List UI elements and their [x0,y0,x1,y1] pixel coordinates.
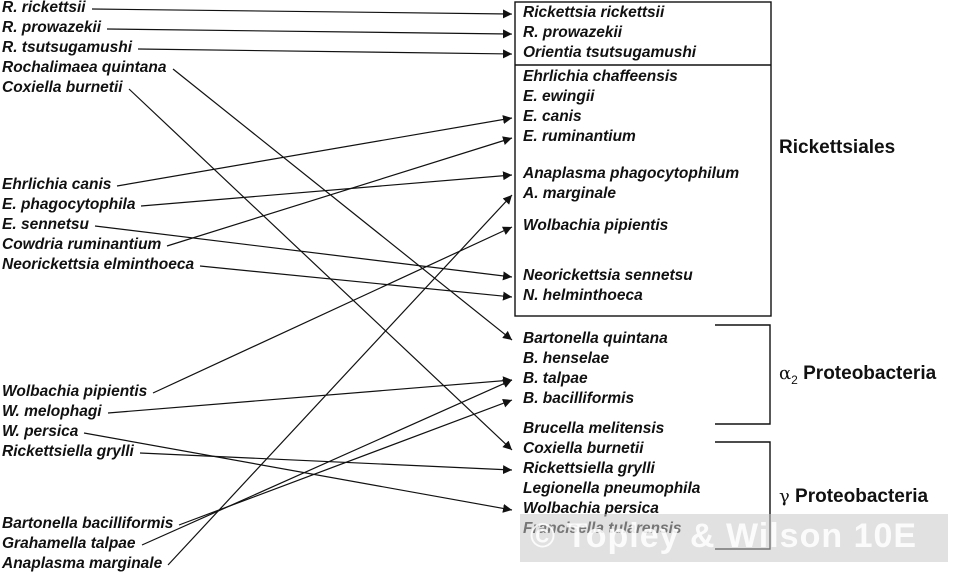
current-name-item: B. henselae [523,350,610,367]
current-name-item: R. prowazekii [523,24,623,41]
reclassification-arrow [91,8,513,19]
alpha-proteobacteria-text: Proteobacteria [803,363,937,384]
reclassification-arrow [94,225,513,281]
rickettsiales-box [514,1,772,317]
reclassification-arrow [107,376,513,414]
reclassification-arrow [128,88,513,451]
current-name-item: Neorickettsia sennetsu [523,267,693,284]
alpha-symbol: α [779,363,792,384]
old-name-item: Wolbachia pipientis [2,383,148,400]
current-name-item: B. talpae [523,370,588,387]
old-name-item: Grahamella talpae [2,535,136,552]
reclassification-arrow [139,452,513,475]
alpha-proteobacteria-label: α2 Proteobacteria [779,363,936,387]
current-name-item: E. ruminantium [523,128,636,145]
reclassification-arrow [141,379,513,546]
current-name-item: Wolbachia pipientis [523,217,669,234]
reclassification-arrow [137,48,513,59]
reclassification-arrow [167,194,513,566]
reclassification-arrow [83,432,513,513]
old-name-item: Ehrlichia canis [2,176,112,193]
current-name-item: Coxiella burnetii [523,440,644,457]
reclassification-arrow [106,28,513,39]
current-name-item: Anaplasma phagocytophilum [523,165,740,182]
old-name-item: Rochalimaea quintana [2,59,167,76]
old-name-item: Neorickettsia elminthoeca [2,256,195,273]
reclassification-arrow [172,68,513,341]
rickettsiales-label: Rickettsiales [779,137,895,159]
old-name-item: R. prowazekii [2,19,102,36]
current-name-item: N. helminthoeca [523,287,643,304]
current-name-item: A. marginale [523,185,617,202]
reclassification-arrow [152,226,513,394]
old-name-item: W. melophagi [2,403,102,420]
reclassification-arrow [140,171,513,207]
old-name-item: E. phagocytophila [2,196,136,213]
old-name-item: Bartonella bacilliformis [2,515,174,532]
copyright-watermark: © Topley & Wilson 10E [520,514,948,562]
old-name-item: Anaplasma marginale [2,555,163,572]
current-name-item: Orientia tsutsugamushi [523,44,697,61]
watermark-text: © Topley & Wilson 10E [530,517,918,555]
current-name-item: B. bacilliformis [523,390,635,407]
current-name-item: Rickettsia rickettsii [523,4,665,21]
reclassification-arrow [199,265,513,301]
old-name-item: Cowdria ruminantium [2,236,162,253]
old-name-item: Coxiella burnetii [2,79,123,96]
current-name-item: Bartonella quintana [523,330,668,347]
arrow-layer [83,8,513,566]
current-name-item: Brucella melitensis [523,420,665,437]
current-name-item: Wolbachia persica [523,500,659,517]
old-name-item: R. tsutsugamushi [2,39,133,56]
reclassification-arrow [166,136,513,247]
rickettsiales-text: Rickettsiales [779,137,896,158]
gamma-proteobacteria-text: Proteobacteria [795,486,929,507]
current-name-item: Legionella pneumophila [523,480,701,497]
old-name-item: R. rickettsii [2,0,86,16]
alpha-proteobacteria-bracket [715,324,771,425]
current-name-item: E. ewingii [523,88,595,105]
alpha-subscript: 2 [791,372,798,387]
reclassification-arrow [116,115,513,187]
current-name-item: Ehrlichia chaffeensis [523,68,678,85]
gamma-symbol: γ [779,486,790,507]
current-name-item: E. canis [523,108,582,125]
gamma-proteobacteria-label: γ Proteobacteria [779,486,928,508]
old-name-item: Rickettsiella grylli [2,443,134,460]
old-name-item: E. sennetsu [2,216,89,233]
old-name-item: W. persica [2,423,79,440]
current-name-item: Rickettsiella grylli [523,460,655,477]
